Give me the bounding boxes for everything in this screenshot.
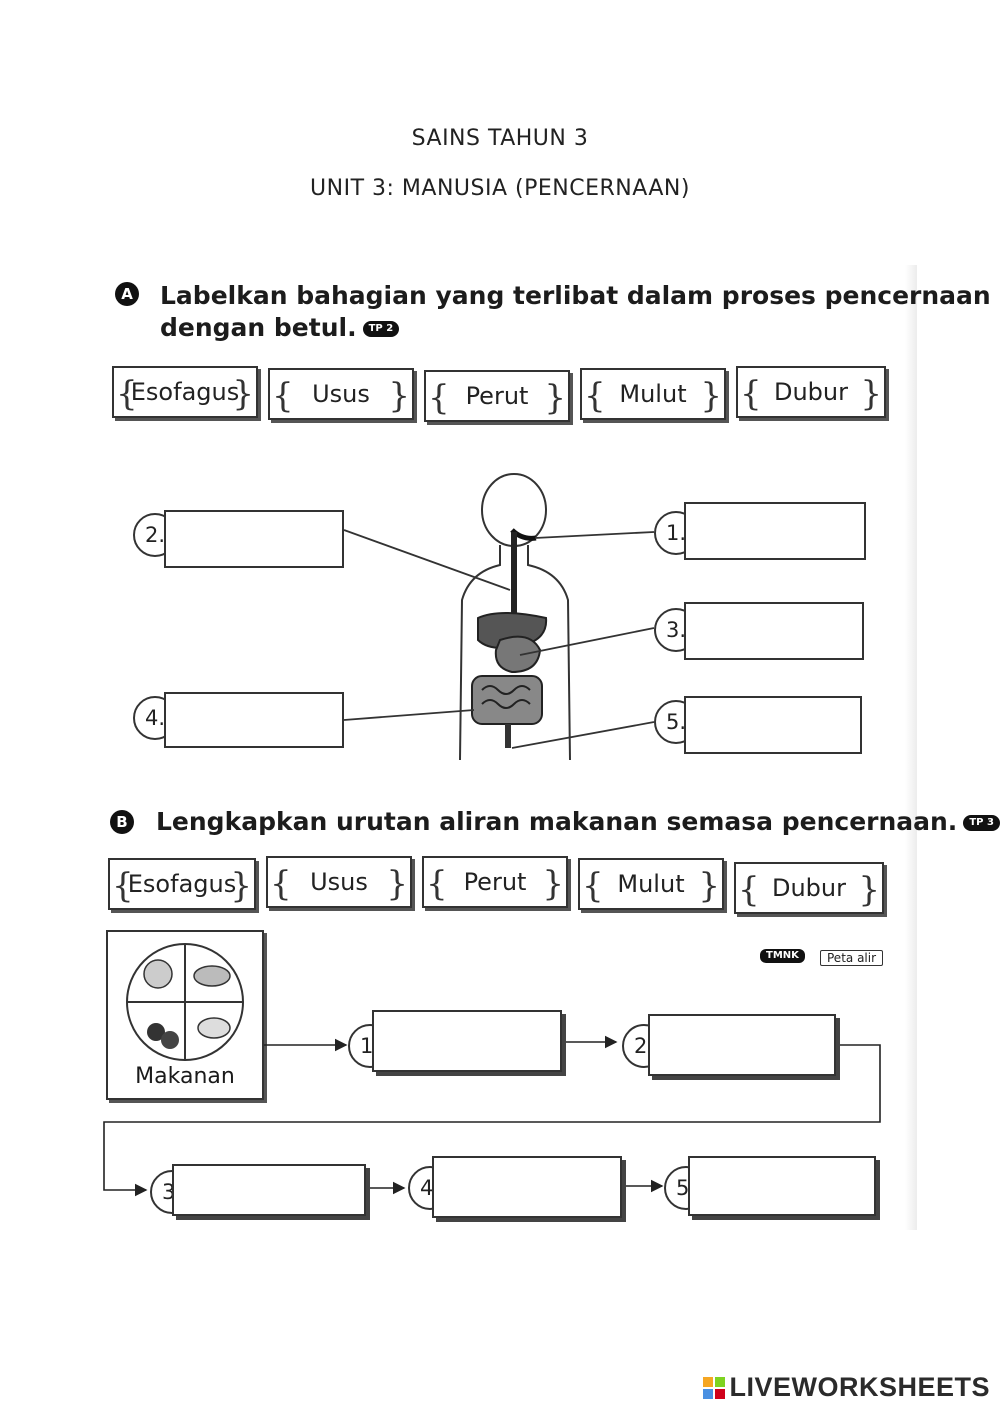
flow-box-2[interactable] bbox=[648, 1014, 836, 1076]
flow-box-5[interactable] bbox=[688, 1156, 876, 1216]
liveworksheets-logo-icon bbox=[703, 1377, 725, 1399]
liveworksheets-brand-text: LIVEWORKSHEETS bbox=[729, 1372, 990, 1403]
flow-box-3[interactable] bbox=[172, 1164, 366, 1216]
flow-box-4[interactable] bbox=[432, 1156, 622, 1218]
liveworksheets-logo: LIVEWORKSHEETS bbox=[703, 1372, 990, 1403]
flow-box-1[interactable] bbox=[372, 1010, 562, 1072]
